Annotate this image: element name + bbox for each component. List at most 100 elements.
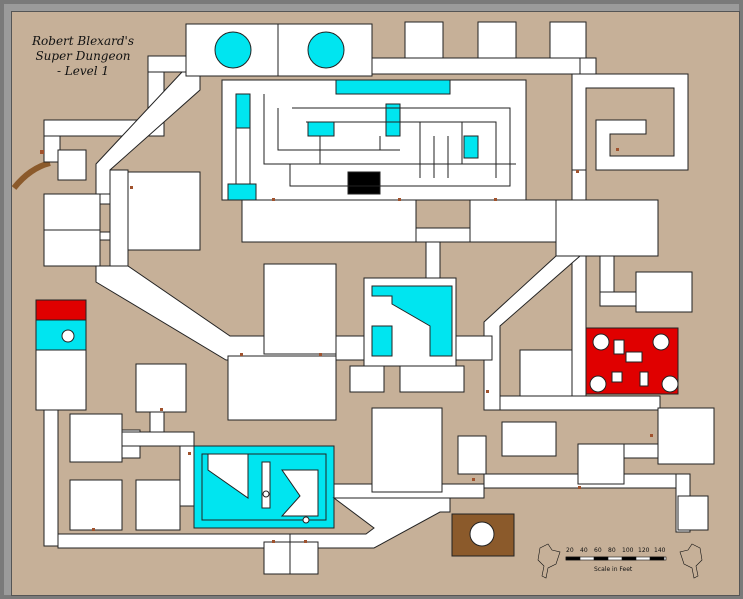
room: [657, 407, 715, 465]
water-cistern: [214, 31, 252, 69]
room: [135, 363, 187, 413]
room: [69, 413, 123, 463]
room: [549, 21, 587, 59]
door-marker-icon: [398, 198, 401, 201]
door-marker-icon: [576, 170, 579, 173]
spiral-corridor: [571, 73, 689, 175]
room: [349, 365, 385, 393]
pillar: [262, 490, 270, 498]
room: [519, 349, 573, 397]
room: [501, 421, 557, 457]
corridor: [121, 431, 195, 447]
griffin-emblem-icon: [537, 543, 561, 579]
corridor: [415, 227, 471, 243]
hall: [469, 199, 557, 243]
scale-tick: 80: [608, 547, 616, 554]
door-marker-icon: [494, 198, 497, 201]
pillar: [589, 375, 607, 393]
water-cistern: [307, 31, 345, 69]
pool: [371, 285, 453, 357]
griffin-emblem-icon: [679, 543, 703, 579]
door-marker-icon: [486, 390, 489, 393]
pillar: [661, 375, 679, 393]
red-chamber: [35, 299, 87, 321]
corridor: [147, 55, 189, 73]
scale-tick: 20: [566, 547, 574, 554]
door-marker-icon: [272, 198, 275, 201]
door-marker-icon: [272, 540, 275, 543]
water-channel: [227, 183, 257, 201]
corridor: [455, 335, 493, 361]
door-marker-icon: [240, 353, 243, 356]
corridor: [425, 241, 441, 279]
temple-wall: [201, 453, 327, 521]
corridor: [483, 255, 582, 411]
room: [57, 149, 87, 181]
door-marker-icon: [160, 408, 163, 411]
room: [135, 479, 181, 531]
title-line: - Level 1: [56, 64, 110, 78]
map-title: Robert Blexard's Super Dungeon - Level 1: [18, 34, 148, 79]
pit: [347, 171, 381, 195]
water-channel: [235, 93, 251, 129]
pillar: [592, 333, 610, 351]
scale-bar: [537, 543, 703, 579]
title-line: Super Dungeon: [35, 49, 131, 63]
pillar: [302, 516, 310, 524]
scale-tick: 100: [622, 547, 634, 554]
room: [43, 229, 101, 267]
corridor: [179, 445, 195, 507]
room: [263, 263, 337, 355]
room: [635, 271, 693, 313]
water-channel: [463, 135, 479, 159]
room: [404, 21, 444, 59]
scale-caption: Scale in Feet: [594, 566, 633, 573]
corridor: [335, 335, 365, 361]
scale-tick: 120: [638, 547, 650, 554]
altar: [639, 371, 649, 387]
room: [371, 407, 443, 493]
room: [289, 541, 319, 575]
room: [263, 541, 291, 575]
door-marker-icon: [188, 452, 191, 455]
room: [477, 21, 517, 59]
door-marker-icon: [578, 486, 581, 489]
door-marker-icon: [40, 150, 44, 154]
door-marker-icon: [650, 434, 653, 437]
corridor: [371, 57, 597, 75]
pool: [35, 319, 87, 351]
corridor: [43, 409, 59, 547]
door-marker-icon: [304, 540, 307, 543]
room: [677, 495, 709, 531]
temple-block: [280, 469, 319, 517]
room: [43, 193, 101, 231]
room: [399, 365, 465, 393]
door-marker-icon: [472, 478, 475, 481]
entry-ramp: [11, 160, 51, 190]
water-channel: [385, 103, 401, 137]
altar: [611, 371, 623, 383]
corridor: [109, 169, 129, 271]
door-marker-icon: [92, 528, 95, 531]
maze-wall: [235, 94, 516, 187]
title-line: Robert Blexard's: [32, 34, 134, 48]
temple-block: [207, 453, 249, 499]
scale-tick: 60: [594, 547, 602, 554]
door-markers: [40, 148, 653, 543]
room: [35, 349, 87, 411]
scale-legend: 20 40 60 80 100 120 140 Scale in Feet: [536, 543, 706, 577]
altar: [625, 351, 643, 363]
water-channel: [335, 79, 451, 95]
door-marker-icon: [319, 353, 322, 356]
scale-tick: 140: [654, 547, 666, 554]
room: [127, 171, 201, 251]
temple-block: [261, 461, 271, 509]
hall: [241, 199, 417, 243]
water-channel: [307, 121, 335, 137]
room: [69, 479, 123, 531]
corridor: [599, 291, 637, 307]
pillar: [652, 333, 670, 351]
room: [577, 443, 625, 485]
hall: [555, 199, 659, 257]
